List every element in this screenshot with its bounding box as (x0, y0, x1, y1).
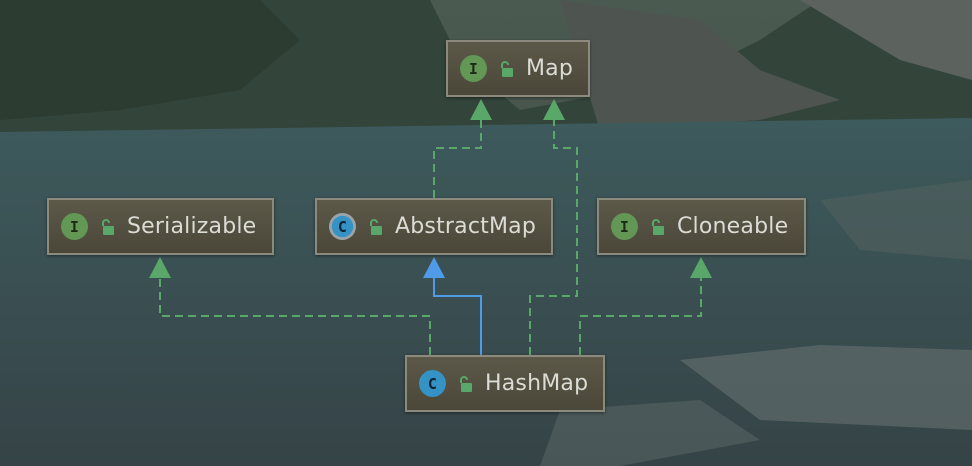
node-serializable-name: Serializable (127, 214, 257, 239)
node-abstractmap-name: AbstractMap (395, 214, 536, 239)
public-lock-icon (100, 218, 115, 236)
node-cloneable[interactable]: I Cloneable (597, 198, 806, 255)
public-lock-icon (499, 60, 514, 78)
public-lock-icon (650, 218, 665, 236)
interface-badge-icon: I (61, 213, 88, 240)
arrowhead-abstractmap (423, 257, 445, 278)
node-hashmap[interactable]: C HashMap (405, 355, 605, 412)
interface-badge-icon: I (460, 55, 487, 82)
node-map-name: Map (526, 56, 574, 81)
edge-hashmap-implements-serializable (159, 278, 431, 355)
class-badge-icon: C (419, 370, 446, 397)
arrowhead-cloneable (690, 257, 712, 278)
arrowhead-map-right (543, 99, 565, 120)
node-abstractmap[interactable]: C AbstractMap (315, 198, 553, 255)
public-lock-icon (458, 375, 473, 393)
interface-badge-icon: I (611, 213, 638, 240)
node-serializable[interactable]: I Serializable (47, 198, 274, 255)
arrowhead-serializable (149, 257, 171, 278)
arrowhead-map-left (470, 99, 492, 120)
public-lock-icon (368, 218, 383, 236)
edge-hashmap-extends-abstractmap (433, 278, 482, 355)
node-hashmap-name: HashMap (485, 371, 589, 396)
edge-hashmap-implements-cloneable (579, 278, 702, 355)
node-map[interactable]: I Map (446, 40, 590, 97)
edge-abstractmap-implements-map (433, 120, 482, 198)
abstract-class-badge-icon: C (329, 213, 356, 240)
node-cloneable-name: Cloneable (677, 214, 789, 239)
